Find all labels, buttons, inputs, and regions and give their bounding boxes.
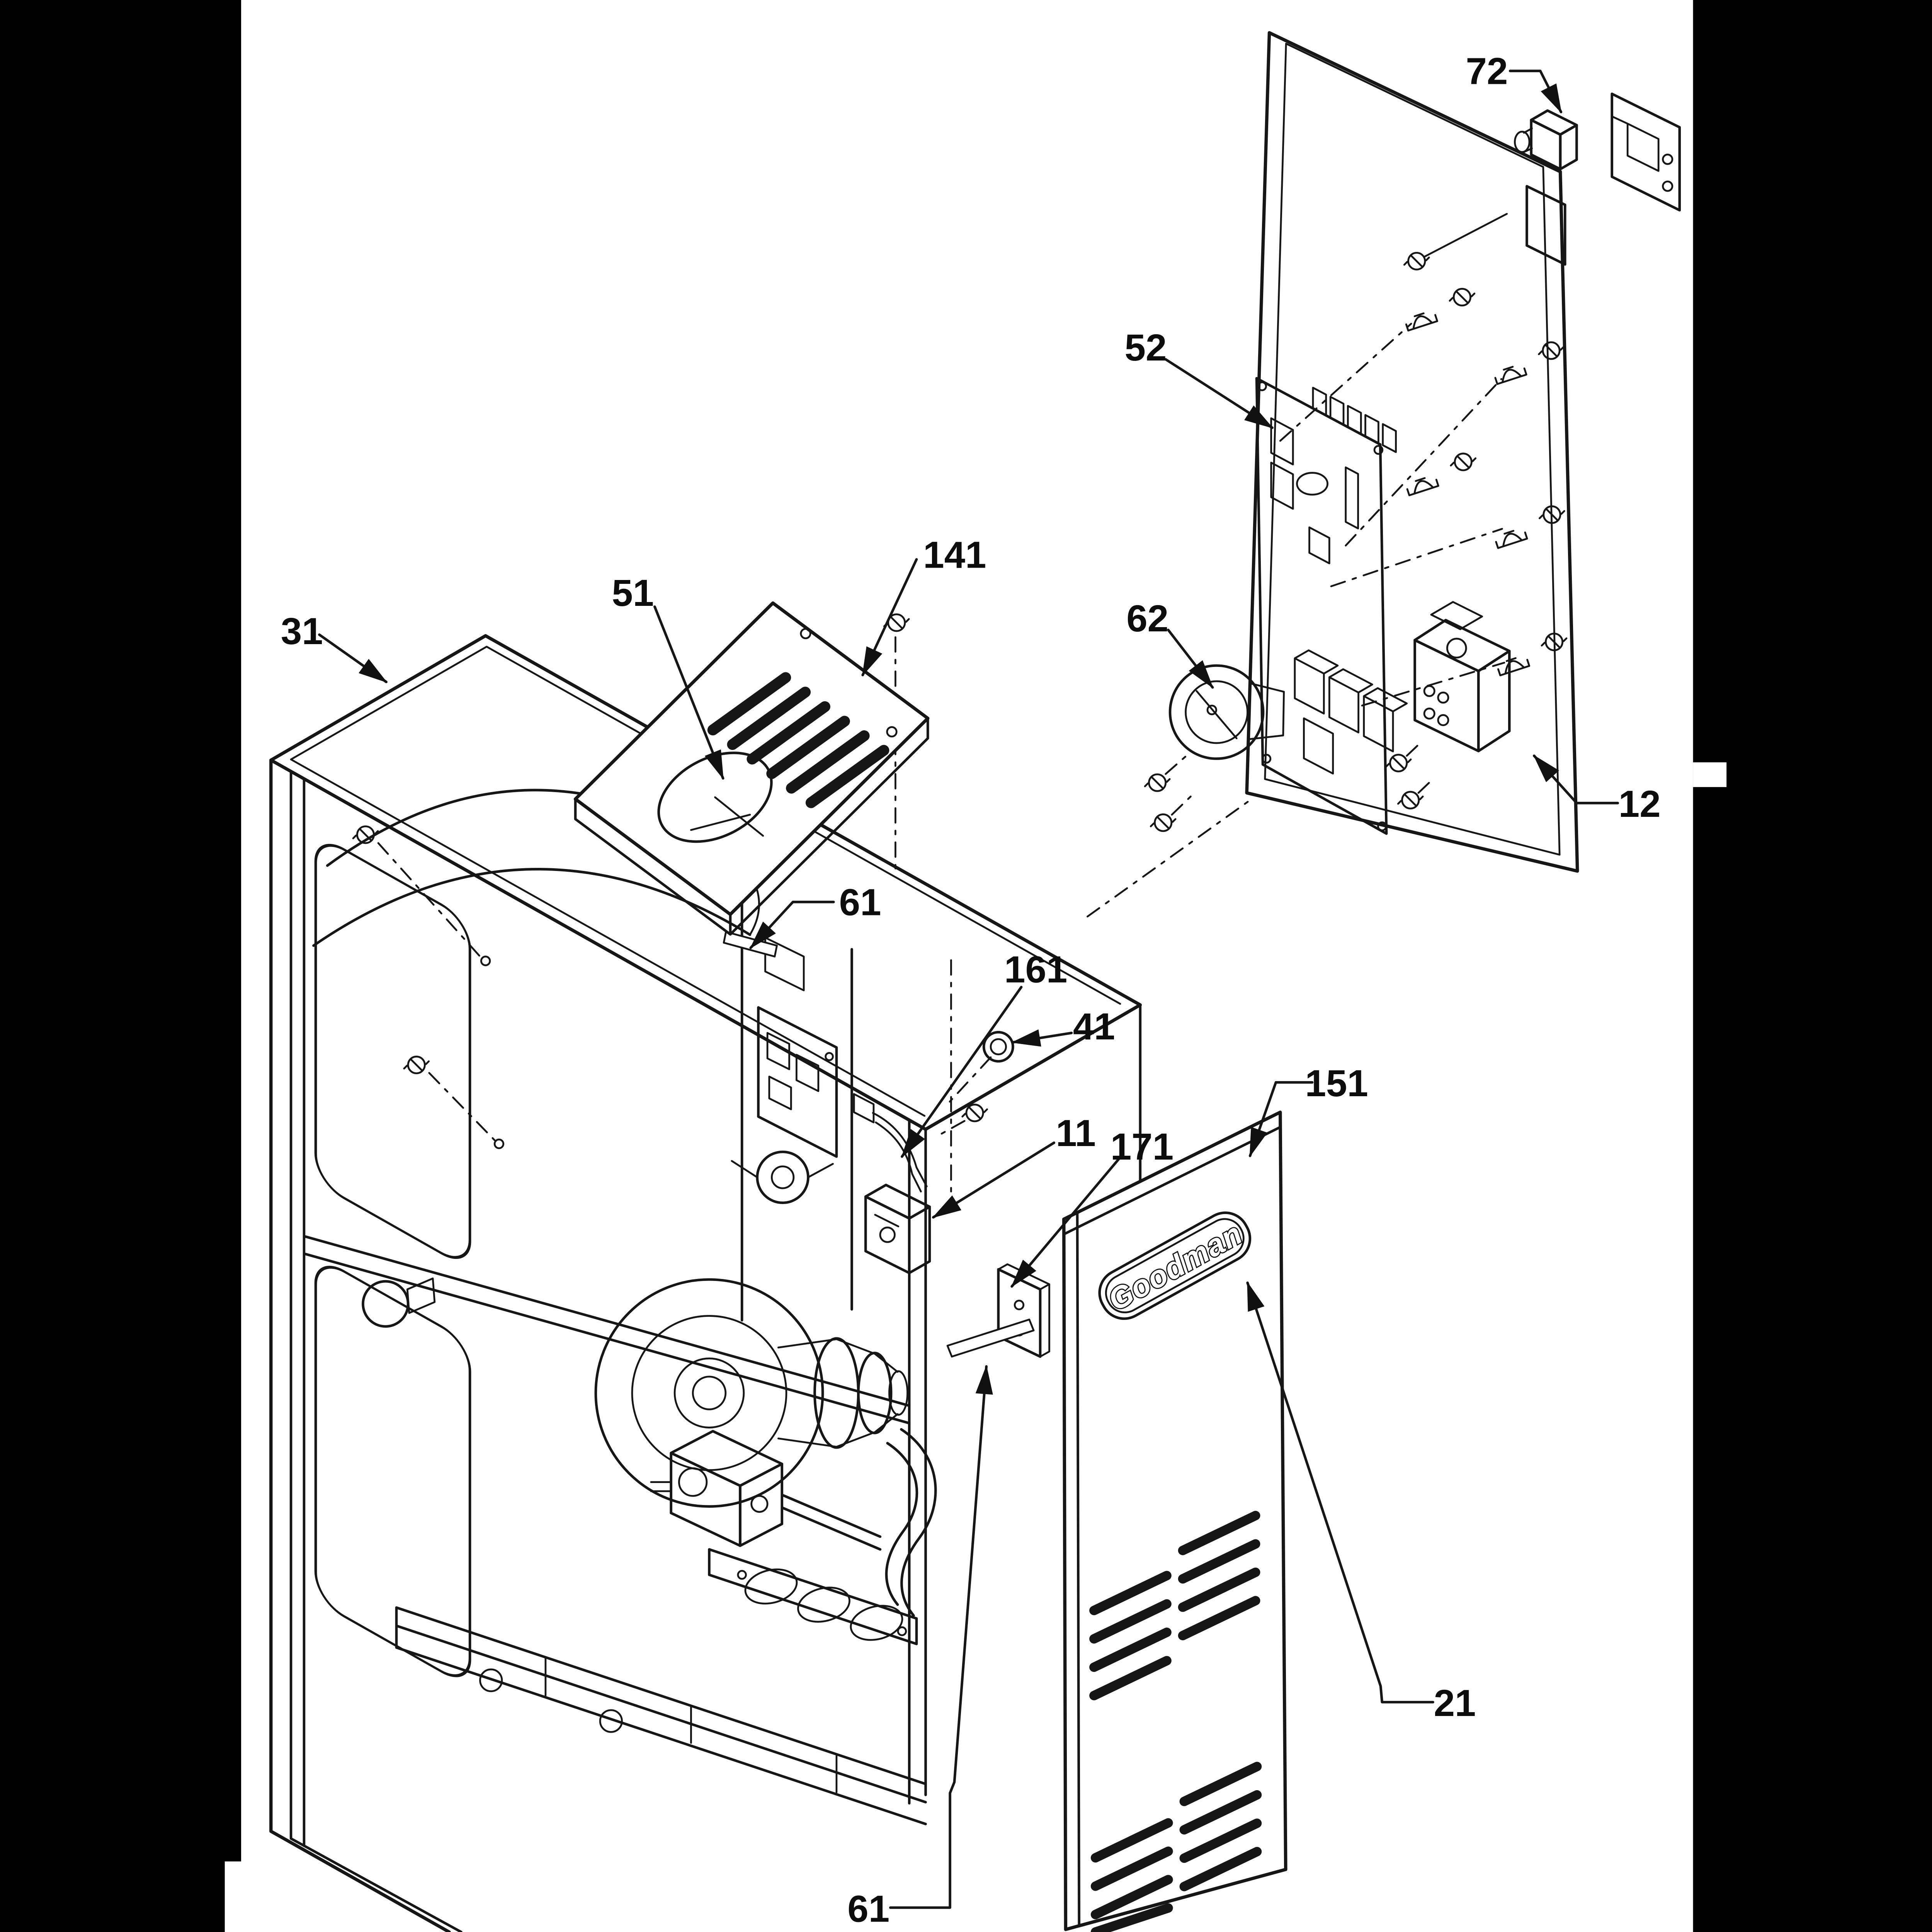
- callout-62-6: 62: [1126, 597, 1214, 689]
- callout-leader: [749, 901, 835, 949]
- callout-label: 151: [1305, 1062, 1368, 1104]
- callout-12-7: 12: [1532, 754, 1661, 825]
- cover-plate: [997, 1263, 1050, 1358]
- callout-31-0: 31: [281, 610, 388, 684]
- cap-louvers: [707, 672, 889, 808]
- callout-leader: [1167, 628, 1214, 689]
- callout-51-1: 51: [612, 571, 724, 780]
- door-switch-box: [1514, 109, 1578, 170]
- callout-leader: [901, 986, 1023, 1158]
- callout-leader: [1532, 754, 1619, 804]
- callout-151-12: 151: [1248, 1062, 1368, 1157]
- door-louvers: [1089, 1511, 1262, 1932]
- callout-leader: [889, 1365, 993, 1909]
- callout-label: 52: [1125, 326, 1167, 369]
- callout-leader: [1164, 358, 1274, 429]
- callout-11-10: 11: [932, 1112, 1096, 1219]
- top-cap-panel: [573, 601, 930, 936]
- callout-leader: [1248, 1081, 1314, 1157]
- burner-assembly: [708, 1548, 918, 1645]
- circuit-board: [1255, 377, 1408, 835]
- callout-161-8: 161: [901, 948, 1067, 1158]
- callout-label: 31: [281, 610, 323, 652]
- front-door: Goodman: [1062, 1111, 1287, 1932]
- callout-label: 12: [1619, 782, 1661, 825]
- callout-leader: [318, 633, 388, 684]
- transformer: [1386, 601, 1511, 809]
- left-mask-bar: [0, 0, 242, 1932]
- callout-label: 171: [1111, 1125, 1173, 1168]
- callout-leader: [1246, 1281, 1434, 1704]
- gas-valve: [650, 1430, 784, 1547]
- callout-21-13: 21: [1246, 1281, 1476, 1724]
- callout-72-4: 72: [1466, 50, 1563, 114]
- callout-label: 141: [923, 533, 986, 576]
- wire-clips: [1279, 289, 1566, 707]
- callout-label: 72: [1466, 50, 1508, 92]
- left-face-screws: [353, 827, 505, 1149]
- callout-label: 21: [1434, 1682, 1476, 1724]
- control-panel-door: [1145, 31, 1681, 873]
- switch-mounting-plate: [1611, 92, 1681, 212]
- callout-leader: [1011, 1029, 1073, 1047]
- callout-141-2: 141: [861, 533, 986, 677]
- base-rails: [395, 1606, 927, 1825]
- callout-label: 61: [839, 881, 881, 923]
- callout-41-9: 41: [1011, 1005, 1115, 1048]
- junction-box: [864, 1105, 987, 1274]
- callout-leader: [1509, 70, 1563, 114]
- right-mask-notch: [1693, 762, 1727, 787]
- callout-label: 51: [612, 571, 654, 614]
- callout-171-11: 171: [1010, 1125, 1173, 1288]
- callout-leader: [1010, 1156, 1122, 1288]
- grommet: [946, 1031, 1014, 1106]
- wire-harness: [853, 1093, 928, 1192]
- callout-label: 41: [1073, 1005, 1115, 1048]
- callout-label: 161: [1004, 948, 1067, 990]
- seal-strip-bottom: [946, 1318, 1035, 1358]
- inducer-assembly: [594, 1278, 908, 1508]
- callout-leader: [861, 558, 918, 677]
- right-mask-bar: [1693, 0, 1932, 1932]
- callout-61-3: 61: [749, 881, 881, 949]
- callout-label: 62: [1126, 597, 1168, 639]
- callout-leader: [653, 605, 724, 780]
- left-mask-notch: [224, 1861, 242, 1932]
- callout-61-14: 61: [847, 1365, 993, 1930]
- callout-label: 61: [847, 1888, 889, 1930]
- callout-label: 11: [1056, 1112, 1096, 1154]
- callout-52-5: 52: [1125, 326, 1274, 429]
- cabinet-interior: [304, 895, 937, 1825]
- small-parts: [853, 1031, 1050, 1358]
- round-cover: [1145, 664, 1285, 831]
- left-face-emboss-panels: [314, 844, 471, 1677]
- panel-cutout: [1526, 185, 1566, 266]
- callout-leader: [932, 1141, 1056, 1219]
